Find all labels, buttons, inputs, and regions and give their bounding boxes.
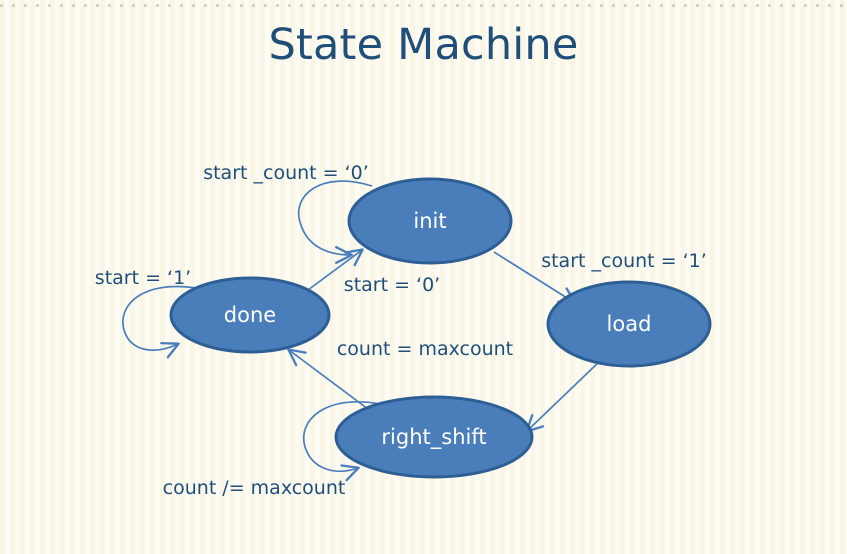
edge-label-rightshift-to-done: count = maxcount	[336, 338, 514, 360]
edge-rightshift-self[interactable]	[302, 400, 381, 482]
page-title: State Machine	[268, 20, 579, 70]
edge-done-to-init[interactable]	[307, 248, 364, 291]
edge-label-rightshift-self: count /= maxcount	[162, 477, 346, 499]
edge-init-self[interactable]	[297, 180, 373, 264]
state-node-init[interactable]	[347, 177, 513, 265]
edge-load-to-rightshift[interactable]	[525, 360, 601, 433]
edge-init-to-load[interactable]	[493, 251, 577, 305]
transition-edges	[122, 180, 601, 482]
edge-done-self[interactable]	[122, 285, 197, 359]
state-node-load[interactable]	[546, 280, 712, 368]
edge-label-init-to-load: start _count = ‘1’	[541, 250, 707, 272]
state-nodes	[169, 177, 712, 479]
edge-label-done-to-init: start = ‘0’	[343, 274, 441, 296]
state-node-right-shift[interactable]	[334, 395, 534, 479]
edge-label-init-self: start _count = ‘0’	[203, 162, 369, 184]
edge-label-done-self: start = ‘1’	[94, 267, 192, 289]
state-node-done[interactable]	[169, 276, 331, 354]
top-decorative-rule	[0, 4, 847, 7]
